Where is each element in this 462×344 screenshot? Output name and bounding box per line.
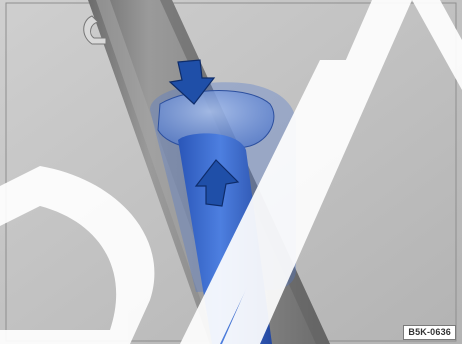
reference-code-label: B5K-0636 xyxy=(403,325,456,340)
